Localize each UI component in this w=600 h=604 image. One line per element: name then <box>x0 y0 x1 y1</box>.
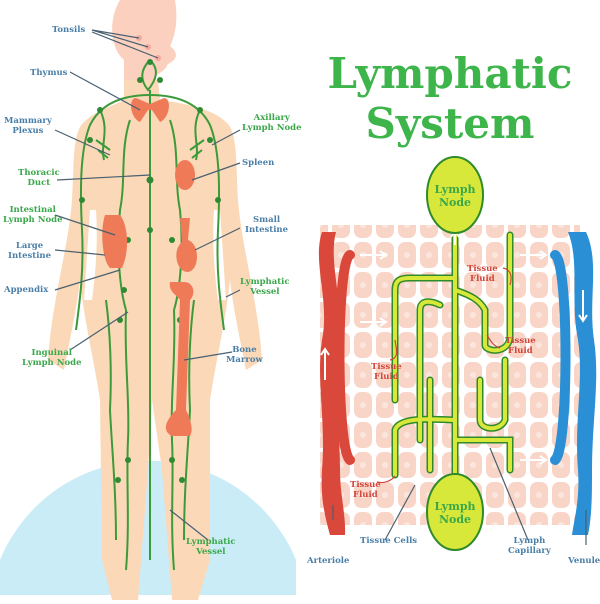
label-tissue-fluid-3: Tissue Fluid <box>371 362 402 382</box>
large-intestine-organ <box>102 215 128 268</box>
label-thoracic-duct: Thoracic Duct <box>18 168 60 188</box>
label-arteriole: Arteriole <box>307 556 350 566</box>
label-mammary-plexus: Mammary Plexus <box>4 116 52 136</box>
organs <box>102 98 197 436</box>
label-lymphatic-vessel-lower: Lymphatic Vessel <box>186 537 236 557</box>
label-lymph-node-bottom: Lymph Node <box>434 500 476 526</box>
label-lymph-capillary: Lymph Capillary <box>508 536 551 556</box>
label-tissue-fluid-1: Tissue Fluid <box>467 264 498 284</box>
lymph-node-top <box>426 156 484 234</box>
flow-arrows <box>320 229 588 465</box>
arteriole-vessel <box>318 232 346 535</box>
lymphatic-vessels <box>75 59 225 571</box>
label-appendix: Appendix <box>4 285 49 295</box>
label-lymph-node-top: Lymph Node <box>434 183 476 209</box>
femur-bone <box>165 282 194 436</box>
label-large-intestine: Large Intestine <box>8 241 52 261</box>
label-thymus: Thymus <box>30 68 68 78</box>
label-axillary-lymph-node: Axillary Lymph Node <box>242 113 302 133</box>
background-semicircle <box>0 460 296 595</box>
label-tonsils: Tonsils <box>52 25 86 35</box>
label-tissue-fluid-4: Tissue Fluid <box>350 480 381 500</box>
leader-lines-left <box>54 29 241 541</box>
label-tissue-fluid-2: Tissue Fluid <box>505 336 536 356</box>
label-tissue-cells: Tissue Cells <box>360 536 418 546</box>
lymph-capillaries-fill <box>393 228 512 502</box>
label-lymphatic-vessel-upper: Lymphatic Vessel <box>240 277 290 297</box>
label-inguinal-lymph-node: Inguinal Lymph Node <box>22 348 82 368</box>
label-spleen: Spleen <box>242 158 275 168</box>
venule-vessel <box>568 232 597 535</box>
body-silhouette <box>48 0 262 600</box>
small-intestine-organ <box>176 218 197 272</box>
title-line-2: System <box>365 99 535 148</box>
title-line-1: Lymphatic <box>327 49 573 98</box>
label-venule: Venule <box>568 556 600 566</box>
thymus-organ <box>131 98 169 122</box>
lymph-node-bottom <box>426 473 484 551</box>
label-bone-marrow: Bone Marrow <box>226 345 263 365</box>
label-intestinal-lymph-node: Intestinal Lymph Node <box>3 205 63 225</box>
tissue-fluid-pointers <box>376 267 512 484</box>
leader-lines-right <box>332 447 587 545</box>
spleen-organ <box>175 160 195 190</box>
label-small-intestine: Small Intestine <box>245 215 289 235</box>
